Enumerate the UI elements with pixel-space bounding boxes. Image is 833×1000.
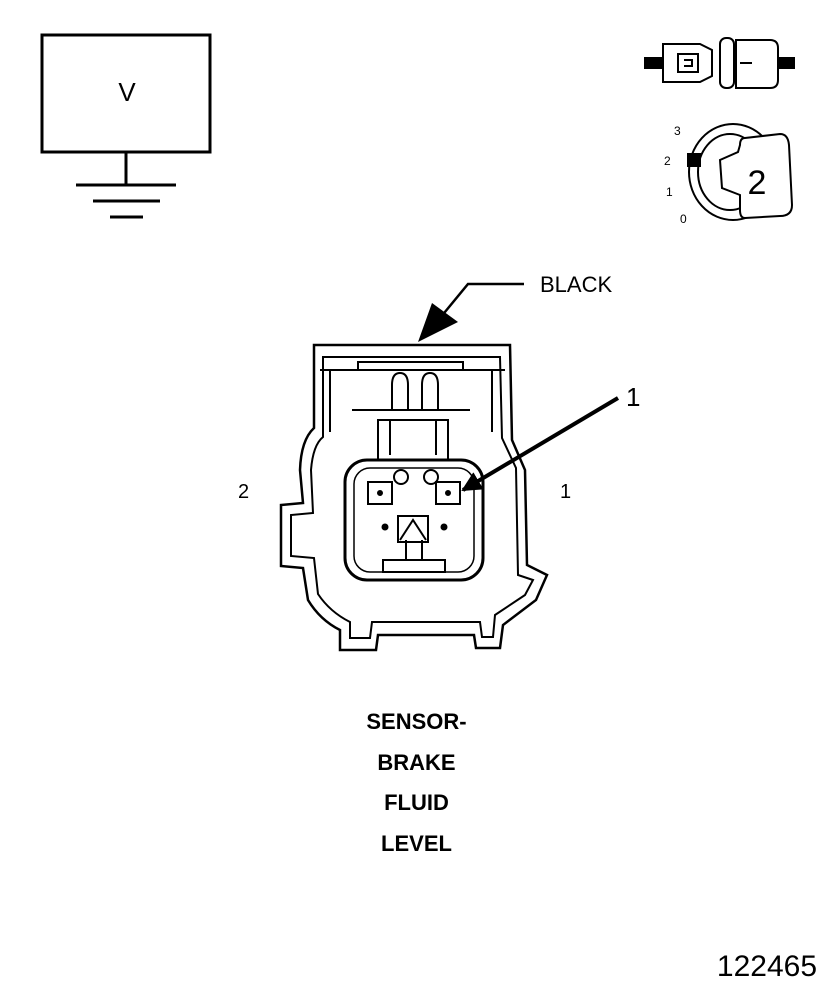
key-number: 2 xyxy=(748,164,767,202)
connector-face xyxy=(279,343,549,652)
caption-line-4: LEVEL xyxy=(381,830,452,856)
cavity-side-label-left: 2 xyxy=(238,481,249,503)
component-caption: SENSOR- BRAKE FLUID LEVEL xyxy=(0,702,833,864)
key-position-0: 0 xyxy=(680,212,687,226)
figure-number: 122465 xyxy=(716,950,817,983)
callout-arrow xyxy=(461,396,620,492)
ignition-key-icon: 3 2 1 0 2 xyxy=(664,123,794,226)
key-position-1: 1 xyxy=(666,185,673,199)
cavity-side-label-right: 1 xyxy=(560,481,571,503)
connector-color-label: BLACK xyxy=(540,272,612,297)
caption-line-1: SENSOR- xyxy=(366,709,467,734)
key-position-3: 3 xyxy=(674,124,681,138)
voltmeter-label: V xyxy=(118,77,136,107)
caption-line-2: BRAKE xyxy=(377,749,456,775)
color-leader-arrow xyxy=(418,282,524,342)
key-position-2: 2 xyxy=(664,154,671,168)
caption-line-3: FLUID xyxy=(384,790,449,815)
callout-number: 1 xyxy=(626,382,640,412)
voltmeter-symbol: V xyxy=(40,33,212,219)
probe-connector-icon xyxy=(644,37,795,89)
ground-icon xyxy=(76,183,176,219)
